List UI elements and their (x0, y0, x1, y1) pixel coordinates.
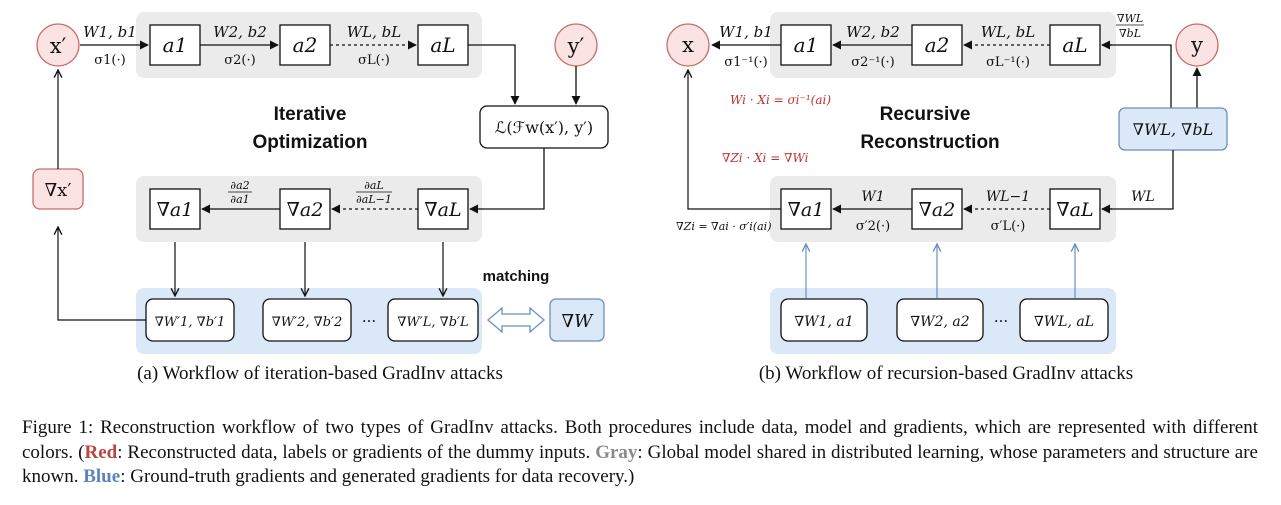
right-bwd-weight-L: WL−1 (986, 189, 1030, 205)
right-title-line1: Recursive (880, 104, 971, 125)
caption-gray-label: Gray (595, 441, 638, 463)
right-grad-box-L (1019, 298, 1109, 342)
left-act-L: σL(·) (358, 53, 390, 68)
right-diagram: a1 a2 aL W1, b1 σ1⁻¹(·) W2, b2 σ2⁻¹(·) W… (666, 12, 1228, 384)
left-frac1-den: ∂a1 (230, 193, 249, 206)
left-param-1: W1, b1 (83, 23, 137, 41)
left-gradW-box (549, 298, 605, 342)
right-ratio-num: ∇WL (1117, 12, 1143, 25)
right-fwd-box-aL (1049, 24, 1101, 66)
right-bwd-box-a1 (780, 188, 832, 230)
right-arrow-gt-gradaL (1102, 150, 1174, 210)
caption-blue-label: Blue (83, 466, 121, 487)
left-bwd-box-a1 (149, 188, 201, 230)
right-param-L: WL, bL (981, 23, 1036, 41)
right-node-x-label: x (682, 33, 694, 57)
right-node-y-label: y (1190, 33, 1203, 57)
left-bwd-label-a1: ∇a1 (157, 199, 194, 221)
right-bwd-act-L: σ′L(·) (991, 219, 1026, 234)
figure-caption: Figure 1: Reconstruction workflow of two… (22, 416, 1258, 490)
left-frac2-num: ∂aL (364, 179, 384, 192)
right-bwd-label-a2: ∇a2 (919, 199, 956, 221)
left-frac1-num: ∂a2 (230, 179, 249, 192)
right-bwd-label-a1: ∇a1 (788, 199, 825, 221)
left-title-line2: Optimization (252, 132, 367, 153)
left-param-2: W2, b2 (213, 23, 267, 41)
left-param-L: WL, bL (347, 23, 402, 41)
left-node-y-prime-label: y′ (567, 34, 585, 58)
right-bwd-weight-1: W1 (861, 189, 884, 205)
right-gt-label: ∇WL, ∇bL (1133, 120, 1213, 139)
right-act-2: σ2⁻¹(·) (851, 55, 895, 70)
right-act-L: σL⁻¹(·) (986, 55, 1030, 70)
right-bwd-label-aL: ∇aL (1056, 199, 1093, 221)
right-bwd-WL: WL (1131, 189, 1155, 205)
left-fwd-label-aL: aL (430, 33, 455, 57)
right-fwd-label-aL: aL (1062, 33, 1087, 57)
left-grad-ellipsis: ··· (362, 312, 376, 330)
right-zi-label: ∇Zi = ∇ai · σ′i(ai) (676, 220, 771, 233)
caption-part-1: Figure 1: Reconstruction workflow of two… (22, 417, 1258, 463)
left-diagram: a1 a2 aL W1, b1 σ1(·) W2, b2 σ2(·) WL, b… (32, 12, 609, 384)
left-act-2: σ2(·) (224, 53, 255, 68)
left-grad-box-2 (262, 298, 352, 342)
left-bwd-label-a2: ∇a2 (287, 199, 324, 221)
left-fwd-label-a1: a1 (163, 33, 188, 57)
left-fwd-label-a2: a2 (293, 33, 318, 57)
caption-part-2: : Reconstructed data, labels or gradient… (117, 441, 596, 463)
left-loss-label: ℒ(ℱw(x′), y′) (495, 118, 593, 137)
right-node-y (1175, 23, 1219, 67)
caption-part-3: : Global model shared in distributed lea… (22, 441, 1258, 488)
right-eq2: ∇Zi · Xi = ∇Wi (722, 151, 809, 165)
right-grad-box-2 (896, 298, 984, 342)
right-grad-label-1: ∇W1, a1 (794, 314, 853, 330)
left-node-x-prime (36, 23, 80, 67)
left-grad-label-L: ∇W′L, ∇b′L (397, 315, 468, 330)
left-matching-label: matching (483, 268, 550, 285)
right-arrow-gt-aL (1102, 44, 1172, 108)
left-grad-box-L (387, 298, 479, 342)
right-grad-ellipsis: ··· (994, 312, 1008, 330)
left-gradW-label: ∇W (561, 311, 594, 332)
left-bwd-label-aL: ∇aL (424, 199, 461, 221)
right-bwd-box-aL (1049, 188, 1101, 230)
caption-red-label: Red (84, 441, 118, 463)
right-caption: (b) Workflow of recursion-based GradInv … (759, 363, 1133, 384)
right-grad-label-L: ∇WL, aL (1034, 314, 1094, 330)
right-param-1: W1, b1 (719, 23, 773, 41)
left-arrow-aL-loss (468, 44, 520, 105)
caption-part-4: : Ground-truth gradients and generated g… (120, 466, 635, 487)
left-node-x-prime-label: x′ (50, 34, 67, 58)
left-grad-x-prime-label: ∇x′ (45, 180, 72, 201)
right-fwd-label-a1: a1 (794, 33, 819, 57)
left-grad-label-2: ∇W′2, ∇b′2 (272, 315, 343, 330)
left-arrow-grad-to-gradx (58, 227, 146, 321)
left-bwd-box-aL (417, 188, 469, 230)
right-node-x (666, 23, 710, 67)
left-matching-double-arrow (487, 306, 545, 334)
right-fwd-box-a1 (780, 24, 832, 66)
right-grad-label-2: ∇W2, a2 (910, 314, 969, 330)
left-title-line1: Iterative (274, 104, 347, 125)
left-fwd-box-a2 (279, 24, 331, 66)
right-title-line2: Reconstruction (860, 132, 999, 153)
right-grad-box-1 (780, 298, 868, 342)
right-arrow-gradA1-x (688, 70, 781, 210)
right-param-2: W2, b2 (846, 23, 900, 41)
right-bwd-act-2: σ′2(·) (856, 219, 890, 234)
right-act-1: σ1⁻¹(·) (724, 55, 768, 70)
left-caption: (a) Workflow of iteration-based GradInv … (137, 363, 503, 384)
left-arrow-loss-gradaL (484, 148, 545, 210)
left-grad-label-1: ∇W′1, ∇b′1 (155, 315, 226, 330)
left-frac2-den: ∂aL−1 (356, 193, 392, 206)
right-ratio-den: ∇bL (1119, 27, 1141, 40)
right-fwd-label-a2: a2 (925, 33, 950, 57)
right-eq1: Wi · Xi = σi⁻¹(ai) (730, 93, 831, 107)
left-act-1: σ1(·) (94, 53, 125, 68)
